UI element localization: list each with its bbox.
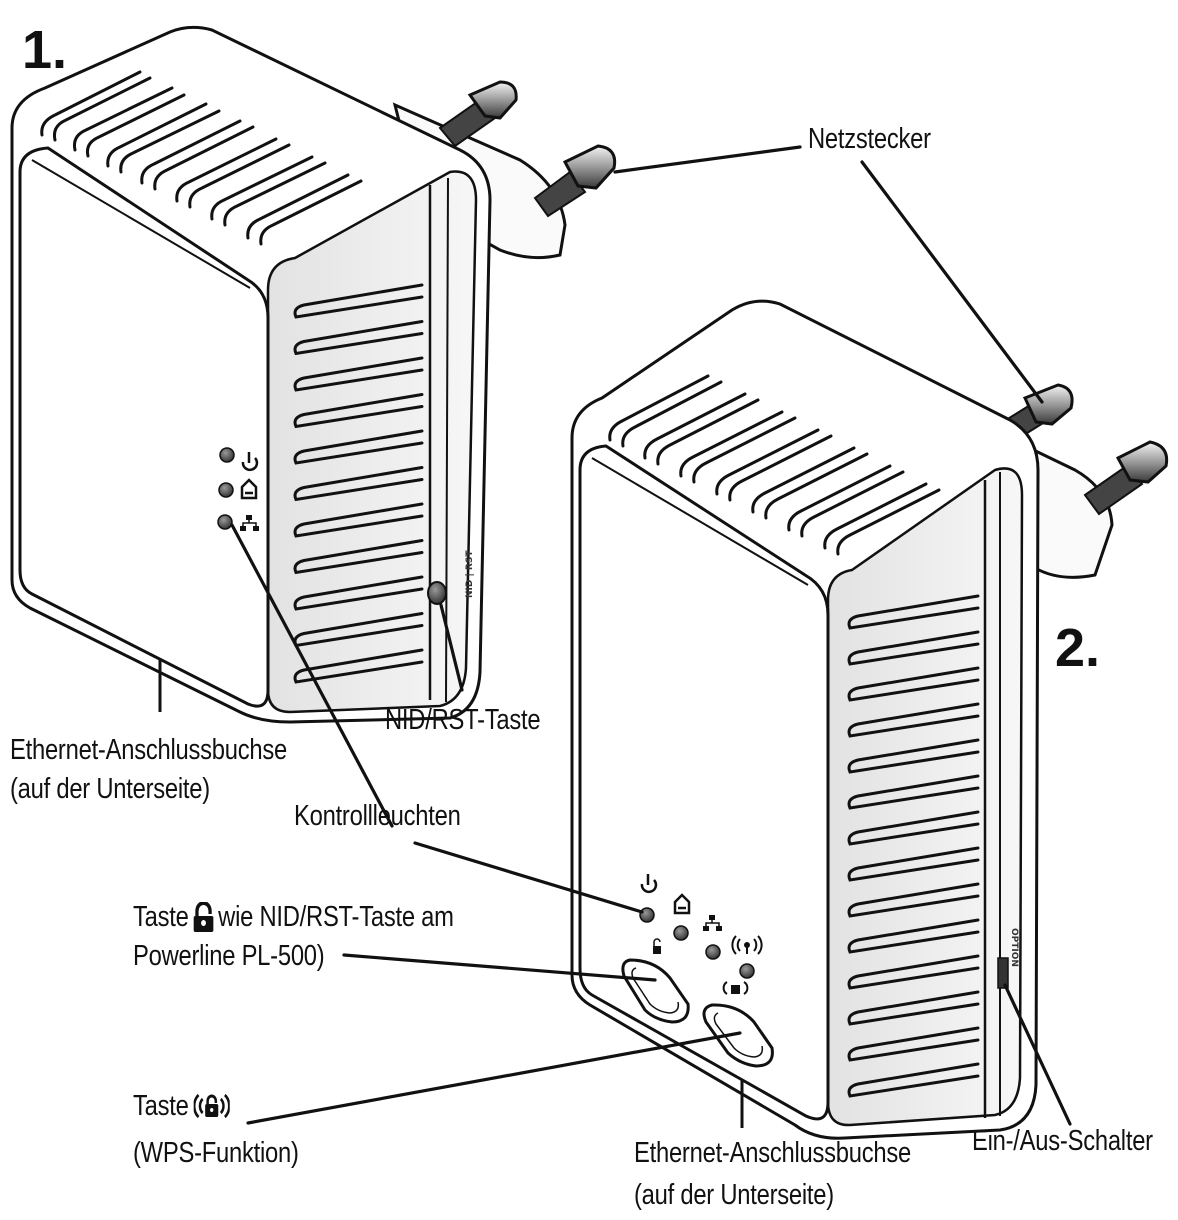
network-led: [705, 944, 721, 960]
powerline-led: [673, 925, 689, 941]
leader-lock-button: [342, 953, 657, 982]
network-led: [217, 514, 233, 530]
power-led: [639, 907, 655, 923]
power-led: [219, 447, 235, 463]
vent-slot: [847, 1062, 980, 1098]
vent-slot: [847, 774, 980, 810]
vent-slot: [293, 356, 424, 392]
vent-slot: [847, 918, 980, 954]
vent-slot: [847, 630, 980, 666]
vent-slot: [847, 738, 980, 774]
vent-slot: [847, 702, 980, 738]
vent-slot: [847, 594, 980, 630]
wps-icon-inline: [192, 1091, 231, 1121]
vent-slot: [847, 990, 980, 1026]
vent-slot: [293, 575, 424, 611]
nid-rst-button: NID | RST: [427, 550, 475, 605]
figure-number-1: 1.: [22, 20, 68, 80]
taste-lock-suffix: wie NID/RST-Taste am: [218, 901, 454, 933]
side-vents-device-2: [847, 594, 980, 1098]
label-taste-wps-line2: (WPS-Funktion): [133, 1137, 299, 1169]
network-icon: [703, 915, 722, 931]
label-taste-wps: Taste: [133, 1089, 231, 1123]
vent-slot: [293, 320, 424, 356]
leader-netzstecker-1: [613, 145, 802, 174]
wifi-led: [739, 963, 755, 979]
label-ethernet-2-line1: Ethernet-Anschlussbuchse: [634, 1137, 911, 1169]
nid-rst-print: NID | RST: [465, 550, 475, 598]
label-taste-lock: Taste wie NID/RST-Taste am: [133, 900, 454, 934]
vent-slot: [293, 466, 424, 502]
network-icon: [240, 515, 259, 531]
vent-slot: [293, 393, 424, 429]
leader-ein-aus: [1003, 983, 1072, 1126]
leader-kontrollleuchten-1: [230, 523, 394, 828]
vent-slot: [293, 429, 424, 465]
leader-nid-rst: [439, 603, 464, 692]
vent-slot: [293, 539, 424, 575]
device-1: NID | RST: [10, 25, 617, 724]
vent-slot: [293, 502, 424, 538]
vent-slot: [847, 1026, 980, 1062]
vent-slot: [847, 846, 980, 882]
vent-slot: [847, 810, 980, 846]
powerline-led: [218, 482, 234, 498]
on-off-switch: OPTION: [997, 928, 1019, 989]
leader-kontrollleuchten-2: [413, 841, 644, 914]
device-2: OPTION: [570, 299, 1169, 1140]
power-icon: [640, 874, 658, 894]
leds-device-2: [639, 874, 763, 979]
vent-slot: [293, 283, 424, 319]
label-kontrollleuchten: Kontrollleuchten: [294, 800, 461, 832]
power-icon: [241, 452, 259, 472]
leader-lines: [230, 145, 1072, 1126]
label-ethernet-1-line2: (auf der Unterseite): [10, 773, 210, 805]
housing-device-1: [10, 25, 492, 724]
vent-slot: [847, 882, 980, 918]
lock-icon: [653, 938, 661, 954]
leader-netzstecker-2: [860, 160, 1044, 404]
figure-number-2: 2.: [1055, 618, 1101, 678]
label-nid-rst: NID/RST-Taste: [385, 704, 541, 736]
label-ein-aus-schalter: Ein-/Aus-Schalter: [972, 1125, 1153, 1157]
housing-device-2: [570, 299, 1040, 1140]
powerline-icon: [240, 478, 258, 500]
leader-wps-button: [246, 1031, 742, 1125]
vent-slot: [293, 648, 424, 684]
lock-icon-inline: [189, 901, 217, 932]
powerline-icon: [673, 893, 691, 915]
netzstecker-pins-device-2: [988, 383, 1169, 516]
wifi-icon: [731, 935, 763, 955]
side-vents-device-1: [293, 283, 424, 684]
lock-button: [621, 938, 690, 1024]
option-print: OPTION: [1009, 928, 1019, 967]
label-ethernet-2-line2: (auf der Unterseite): [634, 1179, 834, 1211]
vent-slot: [847, 666, 980, 702]
leds-device-1: [217, 447, 259, 531]
taste-wps-prefix: Taste: [133, 1090, 189, 1122]
label-ethernet-1-line1: Ethernet-Anschlussbuchse: [10, 734, 287, 766]
netzstecker-pins-device-1: [438, 80, 617, 218]
wps-icon: [722, 981, 749, 995]
wps-button: [702, 981, 774, 1068]
vent-slot: [847, 954, 980, 990]
label-netzstecker: Netzstecker: [808, 123, 931, 155]
label-taste-lock-line2: Powerline PL-500): [133, 940, 325, 972]
taste-lock-prefix: Taste: [133, 901, 189, 933]
